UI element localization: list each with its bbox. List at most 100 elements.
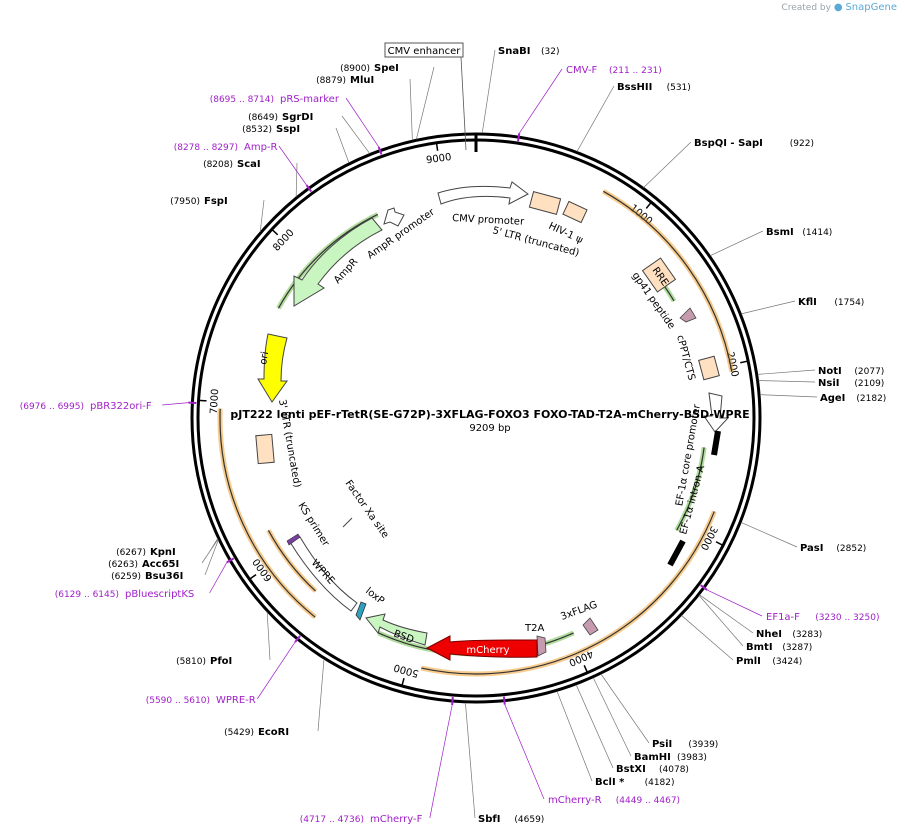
tick-mark: [271, 228, 279, 236]
enzyme-site[interactable]: NotI(2077): [818, 366, 884, 377]
primer-site[interactable]: EF1a-F(3230 .. 3250): [766, 612, 879, 623]
enzyme-site[interactable]: PmlI(3424): [736, 656, 802, 667]
primer-site[interactable]: CMV-F(211 .. 231): [566, 65, 662, 76]
ks-primer-arrow[interactable]: [286, 533, 301, 546]
primer-mark: [451, 696, 454, 706]
enzyme-site[interactable]: PsiI(3939): [652, 739, 718, 750]
enzyme-position: (7950): [170, 197, 200, 207]
primer-name: CMV-F: [566, 65, 597, 76]
enzyme-site[interactable]: (8879)MluI: [316, 75, 374, 86]
enzyme-position: (2182): [856, 394, 886, 404]
loxp-arrow[interactable]: [355, 601, 367, 621]
enzyme-name: NheI: [756, 629, 782, 640]
orf-arc-line: [676, 447, 705, 531]
enzyme-position: (8532): [242, 125, 272, 135]
primer-name: pBR322ori-F: [90, 401, 152, 412]
cppt-label: cPPT/CTS: [674, 334, 697, 382]
enzyme-site[interactable]: NheI(3283): [756, 629, 822, 640]
enzyme-name: FspI: [204, 196, 228, 207]
mcherry-arrow[interactable]: [425, 635, 538, 661]
black-bar-2: [667, 539, 686, 567]
enzyme-site[interactable]: AgeI(2182): [820, 393, 886, 404]
enzyme-site[interactable]: PasI(2852): [800, 543, 866, 554]
enzyme-name: Bsu36I: [145, 571, 183, 582]
primer-site[interactable]: (8278 .. 8297)Amp-R: [174, 142, 278, 153]
enzyme-name: BmtI: [746, 642, 773, 653]
enzyme-site[interactable]: (8900)SpeI: [340, 63, 399, 74]
enzyme-name: BclI *: [595, 777, 625, 788]
primer-site[interactable]: mCherry-R(4449 .. 4467): [548, 795, 680, 806]
enzyme-site[interactable]: BspQI - SapI(922): [694, 138, 814, 149]
enzyme-site[interactable]: BamHI(3983): [634, 752, 707, 763]
ltr5-box[interactable]: [528, 191, 562, 215]
bsd-arrow[interactable]: [365, 613, 428, 646]
enzyme-site[interactable]: BmtI (3287): [746, 642, 812, 653]
enzyme-position: (2109): [854, 379, 884, 389]
enzyme-name: ScaI: [237, 159, 261, 170]
snapgene-credit: Created by ● SnapGene: [781, 2, 897, 13]
orf-arc-line: [421, 511, 715, 675]
ori-arrow[interactable]: [257, 333, 288, 403]
tick-label: 5000: [393, 661, 420, 678]
t2a-arrow[interactable]: [536, 635, 547, 657]
primer-range: (4717 .. 4736): [300, 815, 364, 825]
enzyme-position: (1414): [802, 228, 832, 238]
enzyme-site[interactable]: (6263)Acc65I: [108, 559, 179, 570]
primer-site[interactable]: (6129 .. 6145)pBluescriptKS: [55, 589, 195, 600]
ef1a-core-promoter[interactable]: [703, 392, 730, 433]
enzyme-site[interactable]: BsmI(1414): [766, 227, 832, 238]
enzyme-site[interactable]: KflI (1754): [798, 297, 864, 308]
enzyme-position: (5810): [176, 657, 206, 667]
enzyme-site[interactable]: SbfI(4659): [478, 814, 544, 825]
wpre-box[interactable]: [289, 536, 358, 612]
factor-xa-mark[interactable]: [342, 517, 353, 528]
cppt-box[interactable]: [698, 355, 720, 381]
primer-site[interactable]: (6976 .. 6995)pBR322ori-F: [20, 401, 152, 412]
enzyme-site[interactable]: (8532)SspI: [242, 124, 300, 135]
hiv-psi-box[interactable]: [562, 200, 588, 224]
cmv-promoter-label: CMV promoter: [452, 213, 525, 228]
cmv-promoter-feature[interactable]: CMV promoter: [437, 181, 529, 228]
enzyme-position: (1754): [834, 298, 864, 308]
primer-site[interactable]: (8695 .. 8714)pRS-marker: [210, 94, 340, 105]
flag-arrow[interactable]: [582, 617, 599, 636]
enzyme-name: SbfI: [478, 814, 500, 825]
enzyme-site[interactable]: (8649)SgrDI: [248, 112, 313, 123]
orf-arc-line: [267, 529, 316, 592]
enzyme-position: (6263): [108, 560, 138, 570]
primer-site[interactable]: (4717 .. 4736) mCherry-F: [300, 814, 423, 825]
enzyme-position: (3424): [772, 657, 802, 667]
enzyme-site[interactable]: SnaBI(32): [498, 46, 559, 57]
primer-name: mCherry-F: [370, 814, 423, 825]
enzyme-site[interactable]: BssHII(531): [617, 82, 691, 93]
enzyme-name: BstXI: [616, 764, 646, 775]
enzyme-site[interactable]: (8208) ScaI: [203, 159, 261, 170]
primer-range: (5590 .. 5610): [146, 696, 210, 706]
enzyme-site[interactable]: (5429)EcoRI: [224, 727, 289, 738]
cmv-enhancer-box[interactable]: CMV enhancer: [384, 42, 467, 151]
enzyme-position: (3287): [782, 643, 812, 653]
gp41-arrow[interactable]: [679, 307, 697, 323]
enzyme-site[interactable]: (7950) FspI: [170, 196, 228, 207]
enzyme-name: KflI: [798, 297, 817, 308]
enzyme-site[interactable]: (6259)Bsu36I: [111, 571, 183, 582]
enzyme-site[interactable]: BclI *(4182): [595, 777, 675, 788]
primer-name: pBluescriptKS: [125, 589, 194, 600]
rre-box[interactable]: [641, 257, 677, 293]
ltr3-box[interactable]: [255, 433, 275, 465]
enzyme-site[interactable]: (5810)PfoI: [176, 656, 232, 667]
tick-mark: [249, 573, 257, 580]
ampr-arrow[interactable]: [293, 217, 383, 307]
enzyme-position: (6267): [116, 548, 146, 558]
enzyme-site[interactable]: (6267)KpnI: [116, 547, 176, 558]
enzyme-position: (8208): [203, 160, 233, 170]
enzyme-site[interactable]: NsiI(2109): [818, 378, 884, 389]
tick-mark: [198, 399, 207, 402]
enzyme-position: (8900): [340, 64, 370, 74]
primer-mark: [294, 635, 301, 643]
enzyme-site[interactable]: BstXI(4078): [616, 764, 689, 775]
ampr-promoter-arrow[interactable]: [383, 207, 405, 227]
orf-arc-line: [277, 213, 379, 309]
primer-site[interactable]: (5590 .. 5610)WPRE-R: [146, 695, 256, 706]
